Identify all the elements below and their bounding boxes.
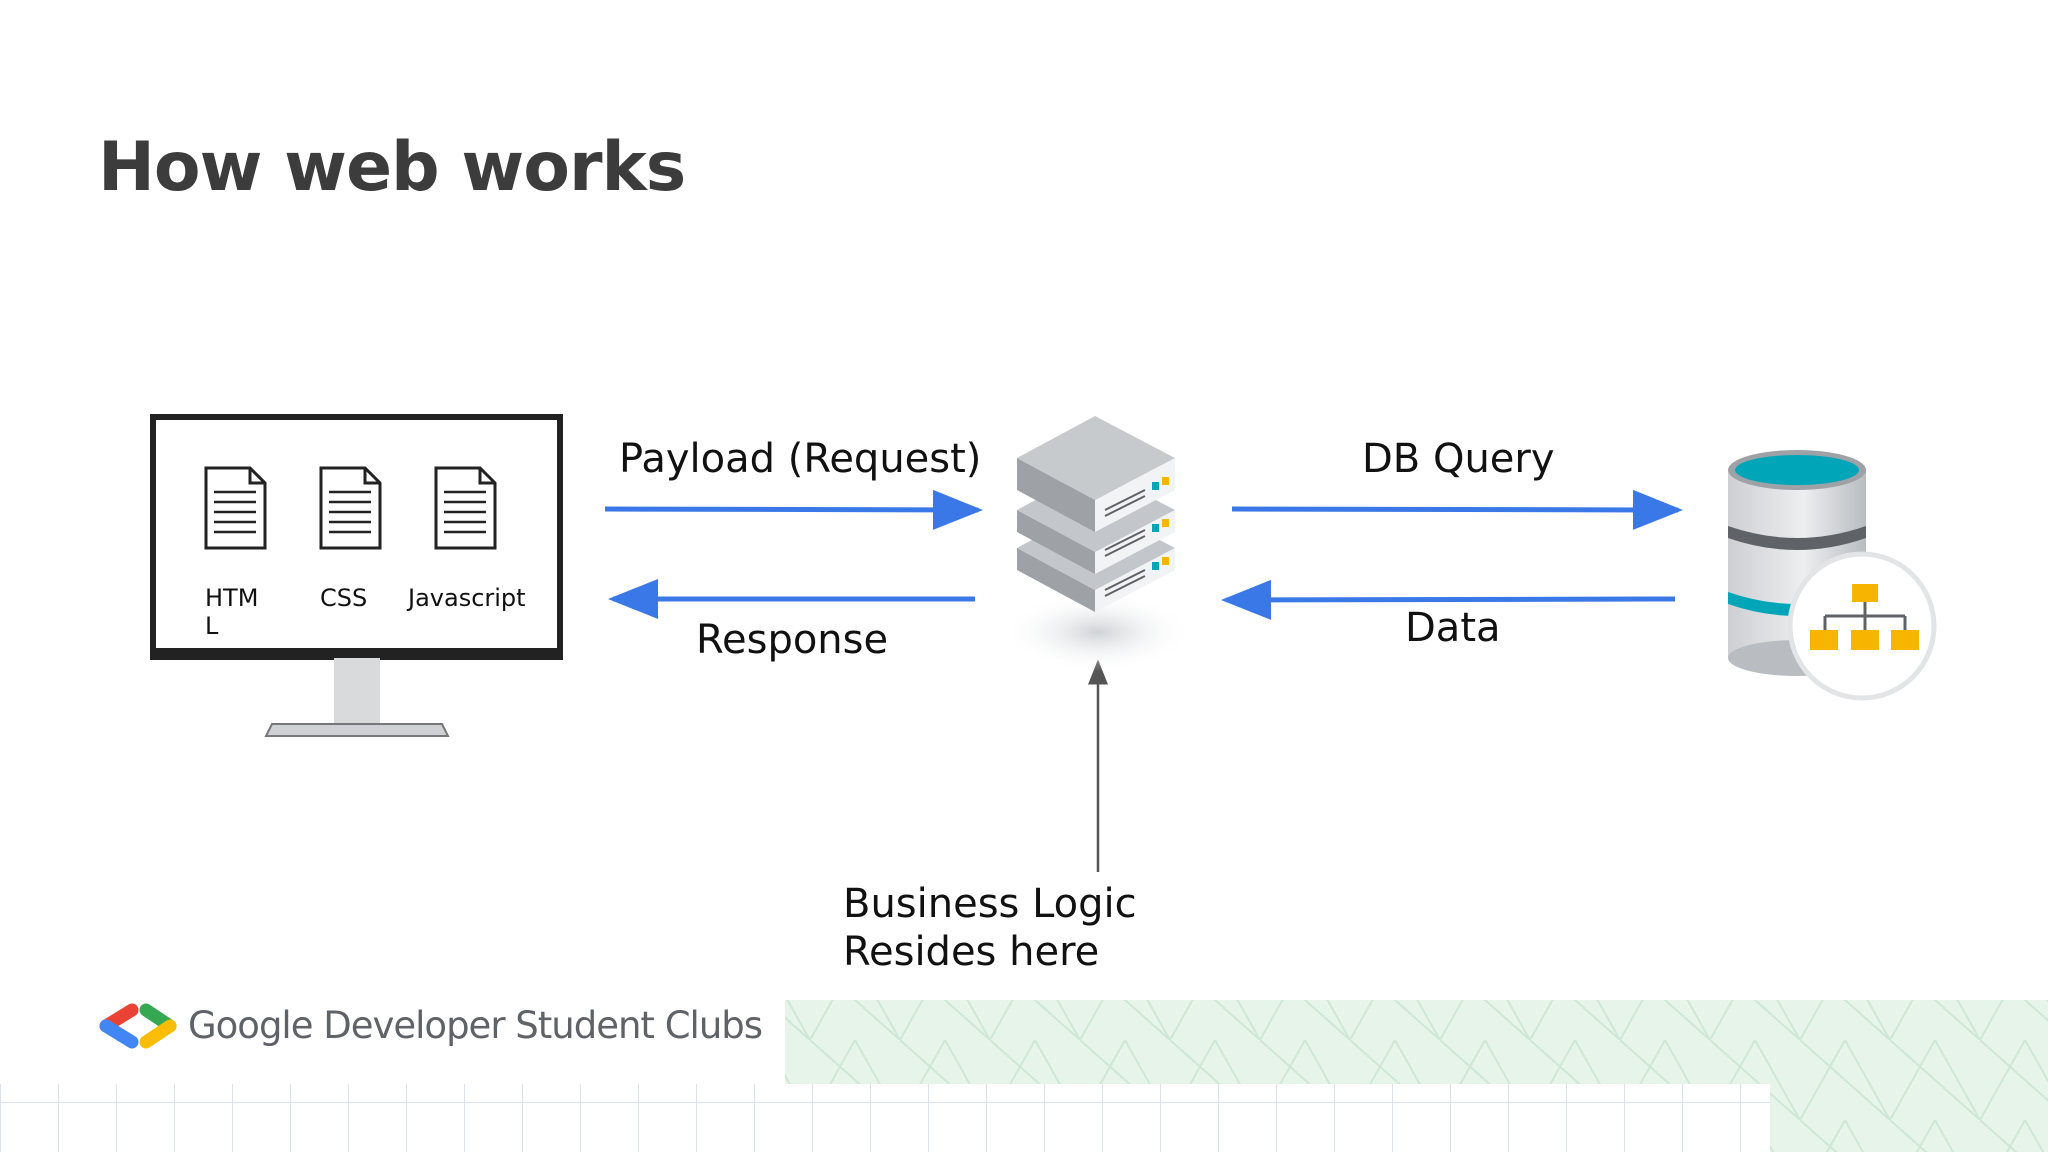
file-label-html: HTM L	[205, 584, 259, 640]
footer-grid	[0, 1084, 1770, 1152]
file-label-javascript: Javascript	[408, 584, 526, 612]
html-file-icon	[204, 466, 267, 550]
request-label: Payload (Request)	[619, 436, 982, 482]
footer-brand: Google Developer Student Clubs	[188, 1004, 763, 1047]
server-icon	[1003, 416, 1193, 672]
database-icon	[1728, 450, 1937, 701]
gdsc-logo-icon	[99, 1003, 177, 1049]
db-query-arrow	[1231, 489, 1683, 530]
business-logic-label: Business Logic Resides here	[843, 881, 1137, 975]
response-label: Response	[696, 617, 889, 663]
file-label-css: CSS	[320, 584, 368, 612]
db-query-label: DB Query	[1362, 436, 1555, 482]
css-file-icon	[319, 466, 382, 550]
page-title: How web works	[98, 128, 686, 207]
data-arrow	[1221, 579, 1676, 620]
data-label: Data	[1405, 605, 1501, 651]
request-arrow	[604, 489, 983, 530]
monitor-icon	[150, 414, 563, 737]
javascript-file-icon	[434, 466, 497, 550]
